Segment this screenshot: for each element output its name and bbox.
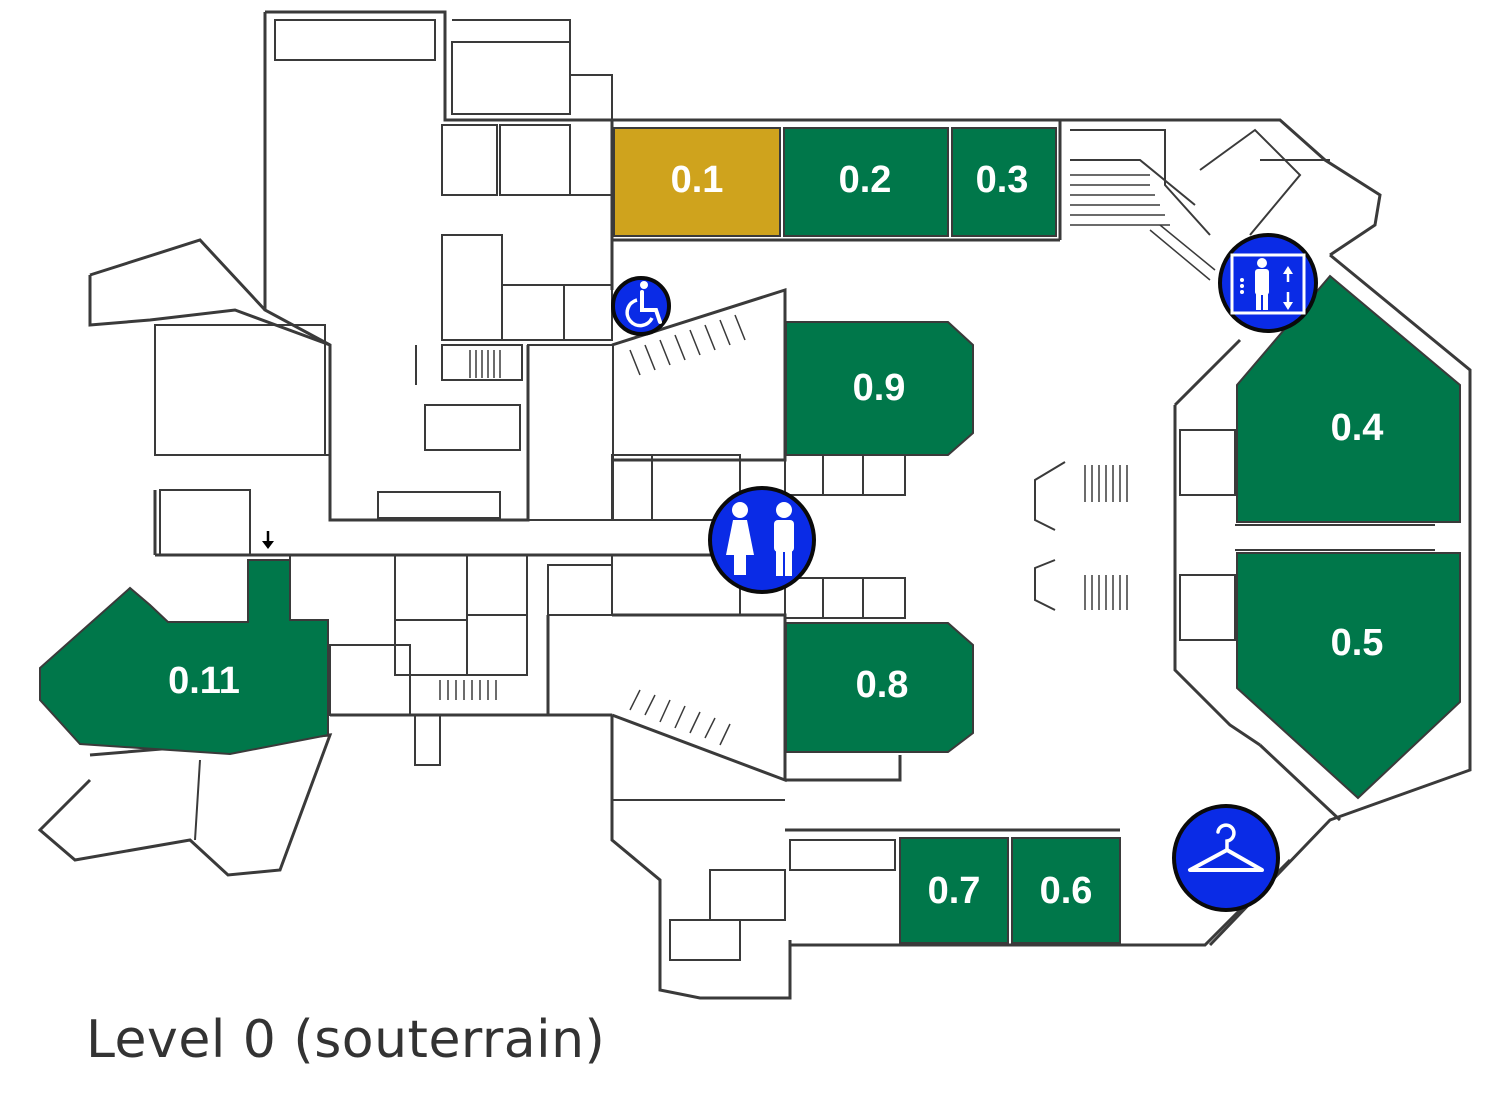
map-title: Level 0 (souterrain) <box>86 1010 606 1070</box>
stairs-west-mid <box>469 350 501 378</box>
staircases <box>439 174 1216 746</box>
room-0-6-label: 0.6 <box>1040 870 1093 912</box>
cloakroom-hanger-icon[interactable] <box>1172 804 1280 912</box>
room-0-3[interactable]: 0.3 <box>951 127 1057 237</box>
rooms-layer: 0.1 0.2 0.3 0.4 0.5 0.6 0.7 0.8 <box>39 127 1461 944</box>
room-0-11-label: 0.11 <box>168 660 240 702</box>
room-0-5-label: 0.5 <box>1331 622 1384 664</box>
stairs-diagonal-upper <box>629 314 746 376</box>
stairs-diagonal-lower <box>629 689 731 746</box>
room-0-9-label: 0.9 <box>853 367 906 409</box>
elevator-icon[interactable] <box>1218 233 1318 333</box>
room-0-5[interactable]: 0.5 <box>1236 552 1461 800</box>
restroom-icon[interactable] <box>708 486 816 594</box>
room-0-1[interactable]: 0.1 <box>613 127 781 237</box>
room-0-6[interactable]: 0.6 <box>1011 837 1121 944</box>
room-0-7-label: 0.7 <box>928 870 981 912</box>
room-0-7[interactable]: 0.7 <box>899 837 1009 944</box>
room-0-8-label: 0.8 <box>856 664 909 706</box>
building-walls <box>37 10 1472 1000</box>
room-0-9[interactable]: 0.9 <box>785 321 974 456</box>
room-0-1-label: 0.1 <box>671 159 724 201</box>
stairs-north-east <box>1070 174 1216 281</box>
entrance-arrow-icon <box>262 531 274 549</box>
room-0-8[interactable]: 0.8 <box>785 622 974 753</box>
stairs-atrium-south <box>1084 575 1128 610</box>
room-0-4[interactable]: 0.4 <box>1236 274 1461 523</box>
stairs-atrium-north <box>1084 465 1128 502</box>
room-0-3-label: 0.3 <box>976 159 1029 201</box>
room-0-4-label: 0.4 <box>1331 407 1384 449</box>
room-0-2[interactable]: 0.2 <box>783 127 949 237</box>
room-0-11[interactable]: 0.11 <box>39 559 329 756</box>
room-0-2-label: 0.2 <box>839 159 892 201</box>
wheelchair-icon[interactable] <box>611 276 671 336</box>
stairs-southwest <box>439 680 497 700</box>
